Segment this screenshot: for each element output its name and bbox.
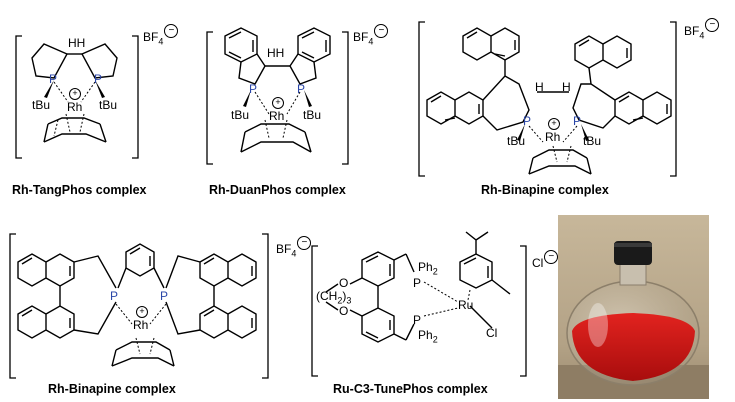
tunephos-cl-ligand: Cl xyxy=(486,326,498,340)
binapine-top-p-right: P xyxy=(573,114,582,128)
tangphos-rh: Rh xyxy=(67,100,83,114)
binapine-top-rh: Rh xyxy=(545,130,561,144)
duanphos-counterion: BF4− xyxy=(353,24,389,46)
binapine-bottom-counterion: BF4− xyxy=(276,236,312,258)
tangphos-plus: + xyxy=(69,88,81,100)
duanphos-caption: Rh-DuanPhos complex xyxy=(209,183,346,197)
red-powder xyxy=(572,313,695,381)
duanphos-tbu-left: tBu xyxy=(231,108,250,122)
duanphos-svg xyxy=(206,27,349,165)
duanphos-hh-label: HH xyxy=(267,46,285,60)
tangphos-hh-label: HH xyxy=(68,36,86,50)
tangphos-tbu-left: tBu xyxy=(32,98,51,112)
tangphos-structure: HH P P + Rh tBu tBu xyxy=(14,22,140,160)
binapine-top-tbu-left: tBu xyxy=(507,134,526,148)
binapine-top-plus: + xyxy=(548,118,560,130)
tangphos-p-left: P xyxy=(49,72,58,86)
flask-photo xyxy=(558,215,709,399)
tunephos-caption: Ru-C3-TunePhos complex xyxy=(333,382,488,396)
binapine-bottom-plus: + xyxy=(136,306,148,318)
binapine-top-svg xyxy=(418,21,677,177)
tangphos-tbu-right: tBu xyxy=(99,98,118,112)
tunephos-o-bottom: O xyxy=(339,304,349,318)
duanphos-rh: Rh xyxy=(269,109,285,123)
binapine-top-counterion: BF4− xyxy=(684,18,720,40)
binapine-top-tbu-right: tBu xyxy=(583,134,602,148)
binapine-bottom-rh: Rh xyxy=(133,318,149,332)
tunephos-ch2-chain: (CH2)3 xyxy=(316,289,352,306)
tangphos-svg xyxy=(15,35,139,159)
binapine-top-structure: H H P P + Rh tBu tBu xyxy=(415,14,680,179)
tunephos-o-top: O xyxy=(339,276,349,290)
binapine-top-p-left: P xyxy=(523,114,532,128)
duanphos-structure: HH P P + Rh tBu tBu xyxy=(205,20,350,165)
tunephos-p-top: P xyxy=(413,276,422,290)
binapine-bottom-p-right: P xyxy=(160,289,169,303)
duanphos-p-right: P xyxy=(297,82,306,96)
binapine-bottom-caption: Rh-Binapine complex xyxy=(48,382,176,396)
tunephos-structure: O O (CH2)3 Ph2 Ph2 P P Ru Cl xyxy=(310,231,528,378)
binapine-bottom-p-left: P xyxy=(110,289,119,303)
duanphos-plus: + xyxy=(272,97,284,109)
duanphos-p-left: P xyxy=(249,82,258,96)
bracket-left xyxy=(15,35,22,159)
tangphos-caption: Rh-TangPhos complex xyxy=(12,183,147,197)
tunephos-svg xyxy=(311,231,527,377)
tunephos-ph2-bottom: Ph2 xyxy=(418,328,438,345)
tunephos-p-bottom: P xyxy=(413,313,422,327)
tunephos-ph2-top: Ph2 xyxy=(418,260,438,277)
flask-photo-svg xyxy=(558,215,709,399)
tangphos-counterion: BF4− xyxy=(143,24,179,46)
tangphos-p-right: P xyxy=(94,72,103,86)
tunephos-counterion: Cl− xyxy=(532,250,559,272)
binapine-bottom-structure: P P + Rh xyxy=(8,232,270,380)
binapine-top-caption: Rh-Binapine complex xyxy=(481,183,609,197)
binapine-bottom-svg xyxy=(9,233,269,379)
bracket-right xyxy=(132,35,139,159)
binapine-top-h-right: H xyxy=(562,80,571,94)
binapine-top-h-left: H xyxy=(535,80,544,94)
tunephos-ru: Ru xyxy=(458,298,474,312)
duanphos-tbu-right: tBu xyxy=(303,108,322,122)
